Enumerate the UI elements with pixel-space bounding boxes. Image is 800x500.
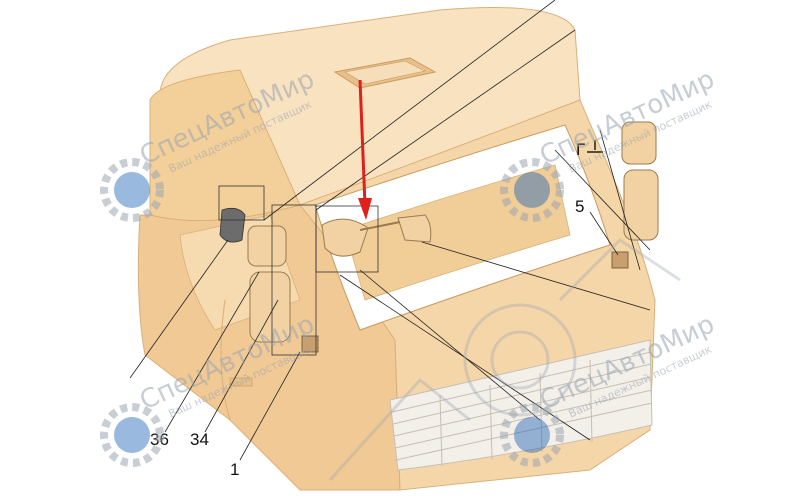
left-mirror-assembly xyxy=(219,207,319,353)
red-arrow xyxy=(358,79,372,220)
callout-g: Г xyxy=(576,140,585,159)
callout-1: 1 xyxy=(230,460,239,479)
callout-34: 34 xyxy=(190,430,209,449)
section-marker xyxy=(587,140,603,153)
watermark-logo-outline xyxy=(328,238,681,482)
detail-frames xyxy=(218,185,379,356)
right-mirror-assembly xyxy=(321,121,659,269)
callout-5: 5 xyxy=(575,197,584,216)
leader-lines xyxy=(129,0,651,461)
